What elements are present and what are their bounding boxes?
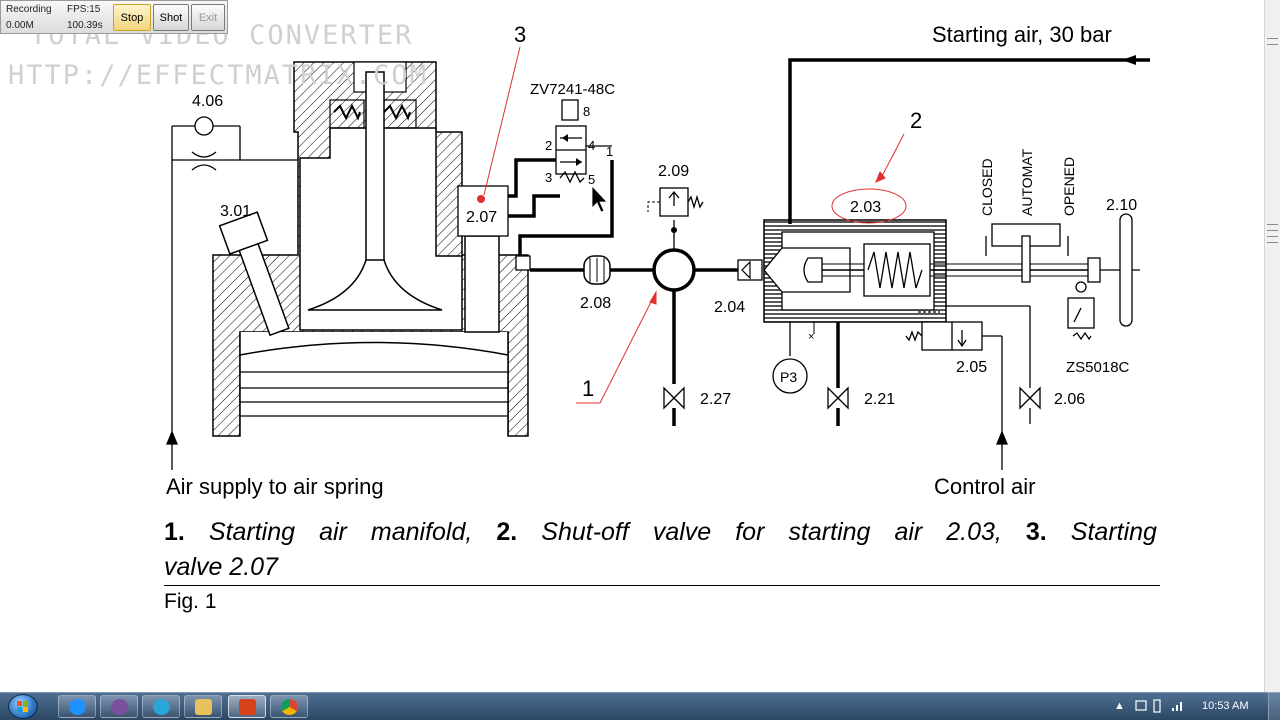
tray-overflow-icon[interactable]: ▲ (1114, 700, 1125, 712)
taskbar (0, 692, 1280, 720)
tray-icons (1135, 699, 1182, 713)
label-starting-air: Starting air, 30 bar (932, 22, 1112, 47)
caption-text-3b: valve 2.07 (164, 553, 278, 581)
label-4-06: 4.06 (192, 93, 223, 110)
label-2-21: 2.21 (864, 391, 895, 408)
starting-air-manifold (530, 187, 738, 426)
vertical-scrollbar[interactable] (1264, 0, 1280, 692)
label-p3-gauge: P3 (780, 369, 797, 385)
taskbar-app-button[interactable] (142, 695, 180, 718)
start-button[interactable] (8, 694, 38, 719)
callout-1: 1 (582, 376, 594, 401)
label-pos-opened: OPENED (1061, 157, 1077, 216)
callout-3: 3 (514, 22, 526, 47)
svg-text:×: × (808, 331, 814, 343)
taskbar-chrome-button[interactable] (270, 695, 308, 718)
network-icon (1172, 702, 1182, 711)
label-3-01: 3.01 (220, 203, 251, 220)
battery-icon (1153, 699, 1161, 713)
app-globe-icon (153, 699, 170, 715)
internet-explorer-icon (69, 699, 86, 715)
label-2-08: 2.08 (580, 295, 611, 312)
label-control-air: Control air (934, 474, 1035, 499)
taskbar-ie-button[interactable] (58, 695, 96, 718)
recorder-toolbar: Recording 0.00M FPS:15 100.39s Stop Shot… (0, 0, 228, 34)
cylinder-cover (212, 61, 529, 437)
action-center-icon (1135, 700, 1147, 711)
caption-number-3: 3. (1025, 518, 1047, 546)
taskbar-explorer-button[interactable] (184, 695, 222, 718)
callout-leaders (483, 46, 905, 404)
recorder-status: Recording (6, 4, 52, 15)
callout-2: 2 (910, 108, 922, 133)
shut-off-valve-2-03: × (737, 55, 1150, 426)
label-port-4: 4 (588, 138, 595, 153)
caption-number-2: 2. (496, 518, 518, 546)
label-2-05: 2.05 (956, 359, 987, 376)
position-selector (985, 213, 1140, 341)
recorder-elapsed: 100.39s (67, 20, 103, 31)
windows-logo-icon (17, 701, 28, 712)
stop-button[interactable]: Stop (113, 4, 151, 31)
label-port-1: 1 (606, 144, 613, 159)
document-page: × (8, 20, 1160, 613)
caption-text-1: Starting air manifold, (208, 518, 473, 546)
technical-diagram: × (166, 22, 1150, 499)
label-pos-automat: AUTOMAT (1019, 148, 1035, 216)
watermark-line-2: HTTP://EFFECTMATRIX.COM (8, 60, 428, 91)
air-spring-supply-line (166, 116, 298, 470)
taskbar-clock[interactable]: 10:53 AM (1202, 700, 1249, 712)
label-valve-model: ZV7241-48C (530, 81, 615, 98)
taskbar-viber-button[interactable] (100, 695, 138, 718)
folder-icon (195, 699, 212, 715)
label-2-10: 2.10 (1106, 197, 1137, 214)
scrollbar-grip-mid[interactable] (1267, 224, 1278, 231)
shot-button[interactable]: Shot (153, 4, 189, 31)
label-2-07: 2.07 (466, 209, 497, 226)
label-switch-model: ZS5018C (1066, 359, 1130, 376)
caption-text-2: Shut-off valve for starting air 2.03, (541, 518, 1002, 546)
label-pos-closed: CLOSED (979, 158, 995, 216)
figure-caption-line-1: 1. Starting air manifold, 2. Shut-off va… (164, 515, 1157, 549)
exit-button[interactable]: Exit (191, 4, 225, 31)
label-port-5: 5 (588, 172, 595, 187)
label-port-8: 8 (583, 104, 590, 119)
pdf-reader-icon (239, 699, 256, 715)
label-2-27: 2.27 (700, 391, 731, 408)
label-air-supply: Air supply to air spring (166, 474, 384, 499)
caption-number-1: 1. (164, 518, 185, 546)
recorder-fps: FPS:15 (67, 4, 101, 15)
caption-rule (164, 585, 1160, 586)
label-port-2: 2 (545, 138, 552, 153)
figure-caption-line-2: valve 2.07 (164, 550, 1157, 584)
show-desktop-button[interactable] (1268, 692, 1280, 720)
taskbar-pdf-button[interactable] (228, 695, 266, 718)
starting-valve-2-07 (457, 99, 614, 271)
label-2-03: 2.03 (850, 199, 881, 216)
control-air-branch (905, 305, 1041, 470)
scrollbar-grip-top[interactable] (1267, 38, 1278, 45)
label-port-3: 3 (545, 170, 552, 185)
scrollbar-grip-lower[interactable] (1267, 236, 1278, 243)
label-2-09: 2.09 (658, 163, 689, 180)
label-2-04: 2.04 (714, 299, 745, 316)
caption-text-3a: Starting (1070, 518, 1157, 546)
recorder-size: 0.00M (6, 20, 34, 31)
label-2-06: 2.06 (1054, 391, 1085, 408)
viber-icon (111, 699, 128, 715)
figure-label: Fig. 1 (164, 590, 217, 613)
chrome-icon (281, 699, 298, 715)
